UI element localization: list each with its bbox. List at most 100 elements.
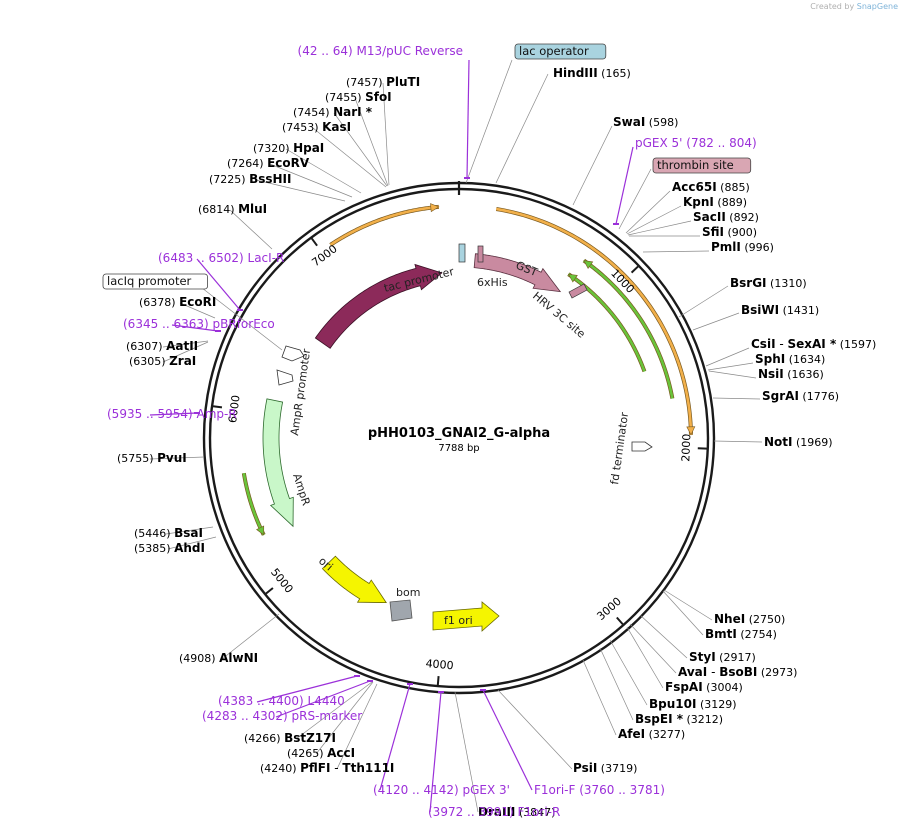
orange-arc-right-arrowhead: [686, 426, 696, 436]
annotation-pgex-3: (4120 .. 4142) pGEX 3': [373, 783, 510, 797]
feature-label-f1ori: f1 ori: [444, 614, 473, 627]
enzyme-name: BmtI: [705, 627, 737, 641]
enzyme-position: (7453): [282, 121, 322, 134]
enzyme-name: DraIII: [478, 805, 515, 819]
leader-0: [466, 59, 470, 179]
enzyme-position: (3277): [645, 728, 685, 741]
leader-13: [705, 347, 750, 367]
enzyme-position: (7457): [346, 76, 386, 89]
snapgene-credit: Created by SnapGene: [810, 2, 898, 11]
enzyme-position: (598): [645, 116, 678, 129]
enzyme-position: (2750): [745, 613, 785, 626]
primer-name: F1ori-F: [534, 783, 579, 797]
annotation-sphi: SphI (1634): [755, 352, 825, 366]
leader-29: [429, 691, 442, 813]
annotation-alwni: (4908) AlwNI: [179, 651, 258, 665]
feature-label-fd-terminator: fd terminator: [608, 411, 631, 485]
enzyme-position: (3004): [703, 681, 743, 694]
enzyme-position: (1597): [836, 338, 876, 351]
primer-range: (5935 .. 5954): [107, 407, 197, 421]
enzyme-name-2: SexAI *: [788, 337, 837, 351]
enzyme-name: AatII: [166, 339, 198, 353]
annotation-name: lacIq promoter: [107, 274, 192, 288]
annotation-kasi: (7453) KasI: [282, 120, 351, 134]
enzyme-label: BmtI (2754): [705, 627, 777, 641]
annotation-acc65i: Acc65I (885): [672, 180, 750, 194]
enzyme-position: (6307): [126, 340, 166, 353]
primer-name: pGEX 3': [463, 783, 510, 797]
enzyme-name: BsiWI: [741, 303, 779, 317]
leader-22: [626, 626, 664, 689]
annotation-aatii: (6307) AatII: [126, 339, 198, 353]
annotation-bstz17i: (4266) BstZ17I: [244, 731, 336, 745]
snapgene-brand: SnapGene: [856, 2, 898, 11]
annotation-bmti: BmtI (2754): [705, 627, 777, 641]
hrv-mark: [568, 283, 588, 299]
annotation-laciq-promoter: lacIq promoter: [102, 273, 208, 290]
tick-3000: [616, 616, 624, 625]
enzyme-label: (7453) KasI: [282, 120, 351, 134]
enzyme-name: AvaI: [678, 665, 707, 679]
annotation-fspai: FspAI (3004): [665, 680, 743, 694]
enzyme-name: EcoRV: [267, 156, 310, 170]
enzyme-label: SphI (1634): [755, 352, 825, 366]
leader-54: [382, 82, 390, 186]
annotation-bsrgi: BsrGI (1310): [730, 276, 807, 290]
enzyme-label: Acc65I (885): [672, 180, 750, 194]
enzyme-name: BsrGI: [730, 276, 767, 290]
primer-range: (3972 .. 3991): [428, 805, 518, 819]
lacI-promoter-mark: [281, 345, 305, 362]
enzyme-name: SgrAI: [762, 389, 799, 403]
enzyme-label: FspAI (3004): [665, 680, 743, 694]
enzyme-label: BsrGI (1310): [730, 276, 807, 290]
enzyme-position: (4240): [260, 762, 300, 775]
annotation-sacii: SacII (892): [693, 210, 759, 224]
enzyme-label: (7225) BssHII: [209, 172, 291, 186]
enzyme-position: (2754): [737, 628, 777, 641]
annotation-hpai: (7320) HpaI: [253, 141, 324, 155]
leader-32: [315, 681, 374, 755]
leader-27: [482, 689, 533, 791]
leader-19: [662, 590, 704, 636]
enzyme-position: (3212): [683, 713, 723, 726]
annotation-zrai: (6305) ZraI: [129, 354, 196, 368]
leader-49: [269, 163, 353, 198]
leader-20: [639, 614, 688, 659]
enzyme-position: (1776): [799, 390, 839, 403]
annotation-mlui: (6814) MluI: [198, 202, 267, 216]
enzyme-name: KasI: [322, 120, 351, 134]
plasmid-name: pHH0103_GNAI2_G-alpha: [368, 426, 550, 441]
tick-label-7000: 7000: [309, 242, 339, 269]
annotation-ecori: (6378) EcoRI: [139, 295, 216, 309]
enzyme-label: (7264) EcoRV: [227, 156, 310, 170]
tick-4000: [436, 676, 440, 686]
enzyme-position: (7455): [325, 91, 365, 104]
credit-text: Created by: [810, 2, 855, 11]
enzyme-position: (900): [724, 226, 757, 239]
primer-label: (3972 .. 3991) F1ori-R: [428, 805, 560, 819]
enzyme-label: PsiI (3719): [573, 761, 637, 775]
primer-range: (42 .. 64): [298, 44, 357, 58]
leader-52: [333, 112, 388, 187]
leader-18: [663, 589, 713, 621]
enzyme-position: (1634): [785, 353, 825, 366]
primer-range: (4383 .. 4400): [218, 694, 308, 708]
leader-34: [275, 680, 371, 718]
annotation-styi: StyI (2917): [689, 650, 756, 664]
leader-46: [196, 258, 241, 311]
leader-23: [609, 639, 648, 706]
enzyme-name: FspAI: [665, 680, 703, 694]
enzyme-label: (4266) BstZ17I: [244, 731, 336, 745]
ampr-arrow: [262, 398, 294, 528]
enzyme-label: (6814) MluI: [198, 202, 267, 216]
leader-24: [599, 647, 634, 721]
enzyme-name: PvuI: [157, 451, 187, 465]
enzyme-name: BspEI *: [635, 712, 684, 726]
enzyme-position: (5446): [134, 527, 174, 540]
feature-label-bom: bom: [396, 586, 420, 599]
leader-37: [167, 536, 217, 550]
enzyme-label: (6307) AatII: [126, 339, 198, 353]
enzyme-label: AfeI (3277): [618, 727, 685, 741]
